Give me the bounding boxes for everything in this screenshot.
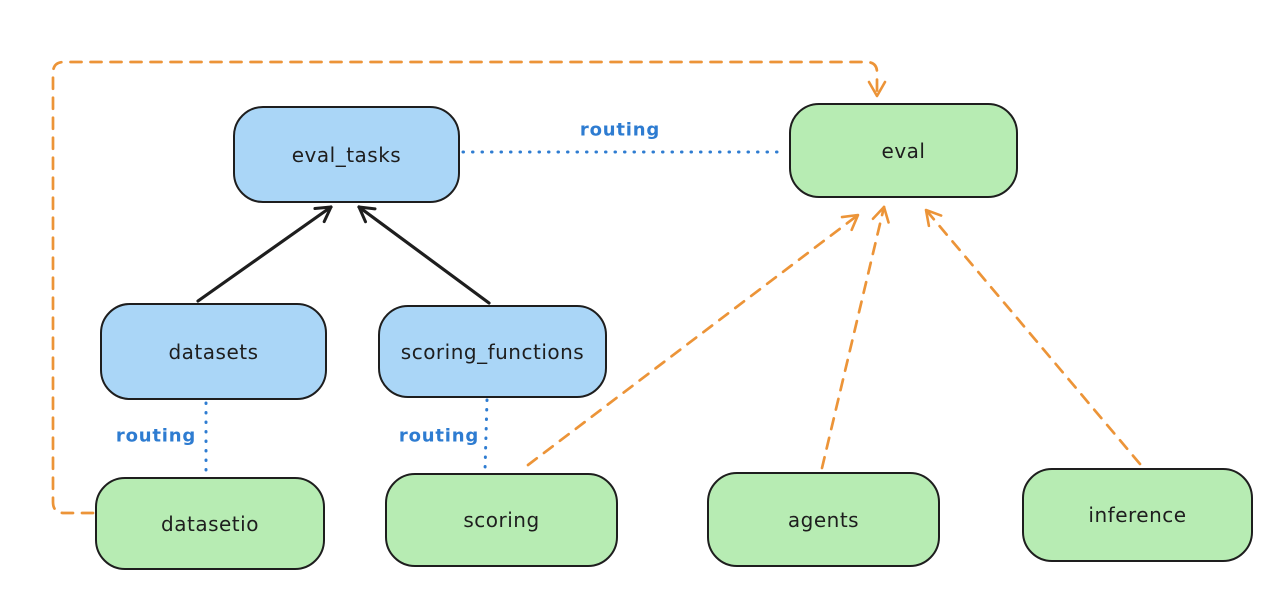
edge-agents-to-eval [820, 205, 890, 470]
node-datasetio-label: datasetio [161, 511, 259, 536]
node-eval: eval [789, 103, 1018, 198]
node-agents-label: agents [787, 507, 860, 532]
edge-label-routing-top: routing [579, 119, 661, 141]
node-inference-label: inference [1088, 503, 1187, 527]
node-scoring: scoring [385, 473, 618, 567]
node-eval-tasks-label: eval_tasks [291, 142, 402, 167]
node-scoring-functions: scoring_functions [378, 305, 607, 398]
edge-scoring-functions-to-eval-tasks [357, 205, 491, 305]
node-scoring-functions-label: scoring_functions [400, 339, 585, 364]
edge-label-routing-middle: routing [398, 425, 480, 447]
node-datasetio: datasetio [95, 477, 325, 570]
node-agents: agents [707, 472, 940, 567]
node-datasets-label: datasets [168, 339, 259, 364]
node-eval-tasks: eval_tasks [233, 106, 460, 203]
edge-datasets-to-eval-tasks [196, 205, 333, 303]
node-datasets: datasets [100, 303, 327, 400]
edge-inference-to-eval [924, 208, 1142, 466]
node-scoring-label: scoring [463, 508, 540, 532]
edge-label-routing-left: routing [115, 425, 197, 447]
edge-scoring-functions-to-scoring-routing [483, 398, 489, 472]
node-eval-label: eval [881, 138, 926, 163]
edge-datasetio-to-eval [51, 60, 887, 515]
node-inference: inference [1022, 468, 1253, 562]
edge-scoring-to-eval [526, 213, 860, 467]
